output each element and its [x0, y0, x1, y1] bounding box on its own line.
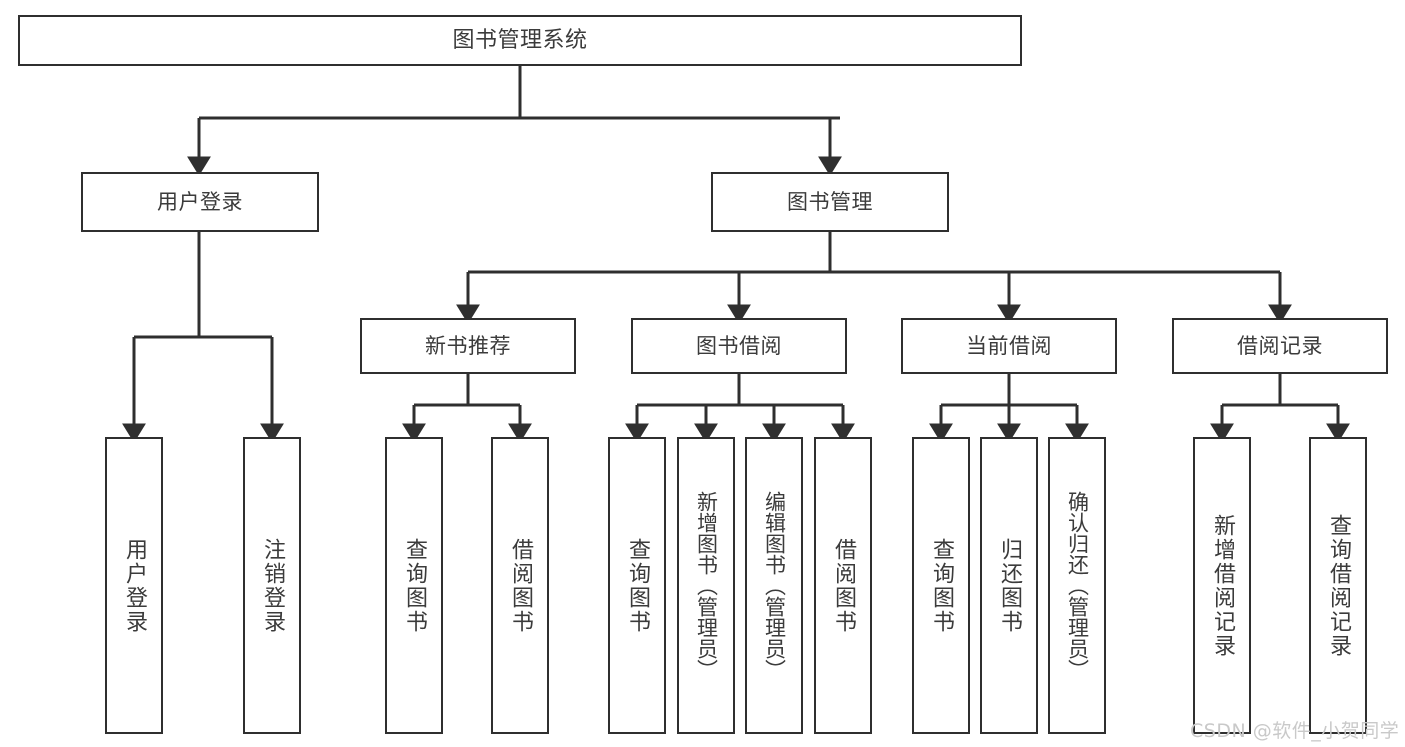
node-label: 确认归还（管理员）: [1065, 491, 1090, 680]
node-label: 借阅图书: [831, 537, 856, 634]
node-label: 用户登录: [157, 189, 243, 214]
node-book-borrow[interactable]: 图书借阅: [631, 318, 847, 374]
node-label: 图书管理系统: [452, 27, 588, 53]
leaf-current-borrow-2[interactable]: 确认归还（管理员）: [1048, 437, 1106, 734]
node-label: 查询借阅记录: [1326, 513, 1351, 658]
node-label: 查询图书: [402, 537, 427, 634]
node-label: 图书管理: [787, 189, 873, 214]
node-label: 查询图书: [929, 537, 954, 634]
node-label: 查询图书: [625, 537, 650, 634]
node-label: 用户登录: [122, 537, 147, 634]
node-label: 新书推荐: [425, 333, 511, 358]
node-user-login[interactable]: 用户登录: [81, 172, 319, 232]
node-borrow-record[interactable]: 借阅记录: [1172, 318, 1388, 374]
leaf-user-login-1[interactable]: 注销登录: [243, 437, 301, 734]
node-label: 新增借阅记录: [1210, 513, 1235, 658]
leaf-book-borrow-3[interactable]: 借阅图书: [814, 437, 872, 734]
node-label: 借阅记录: [1237, 333, 1323, 358]
leaf-current-borrow-0[interactable]: 查询图书: [912, 437, 970, 734]
leaf-borrow-record-0[interactable]: 新增借阅记录: [1193, 437, 1251, 734]
leaf-book-borrow-0[interactable]: 查询图书: [608, 437, 666, 734]
csdn-watermark: CSDN @软件_小贺同学: [1190, 720, 1400, 742]
node-label: 编辑图书（管理员）: [762, 491, 787, 680]
node-label: 借阅图书: [508, 537, 533, 634]
node-label: 注销登录: [260, 537, 285, 634]
leaf-book-borrow-1[interactable]: 新增图书（管理员）: [677, 437, 735, 734]
node-book-manage[interactable]: 图书管理: [711, 172, 949, 232]
node-current-borrow[interactable]: 当前借阅: [901, 318, 1117, 374]
leaf-borrow-record-1[interactable]: 查询借阅记录: [1309, 437, 1367, 734]
node-label: 当前借阅: [966, 333, 1052, 358]
node-label: 新增图书（管理员）: [694, 491, 719, 680]
leaf-new-book-recommend-1[interactable]: 借阅图书: [491, 437, 549, 734]
node-label: 图书借阅: [696, 333, 782, 358]
node-root-system[interactable]: 图书管理系统: [18, 15, 1022, 66]
leaf-book-borrow-2[interactable]: 编辑图书（管理员）: [745, 437, 803, 734]
leaf-new-book-recommend-0[interactable]: 查询图书: [385, 437, 443, 734]
node-new-book-recommend[interactable]: 新书推荐: [360, 318, 576, 374]
node-label: 归还图书: [997, 537, 1022, 634]
leaf-user-login-0[interactable]: 用户登录: [105, 437, 163, 734]
leaf-current-borrow-1[interactable]: 归还图书: [980, 437, 1038, 734]
